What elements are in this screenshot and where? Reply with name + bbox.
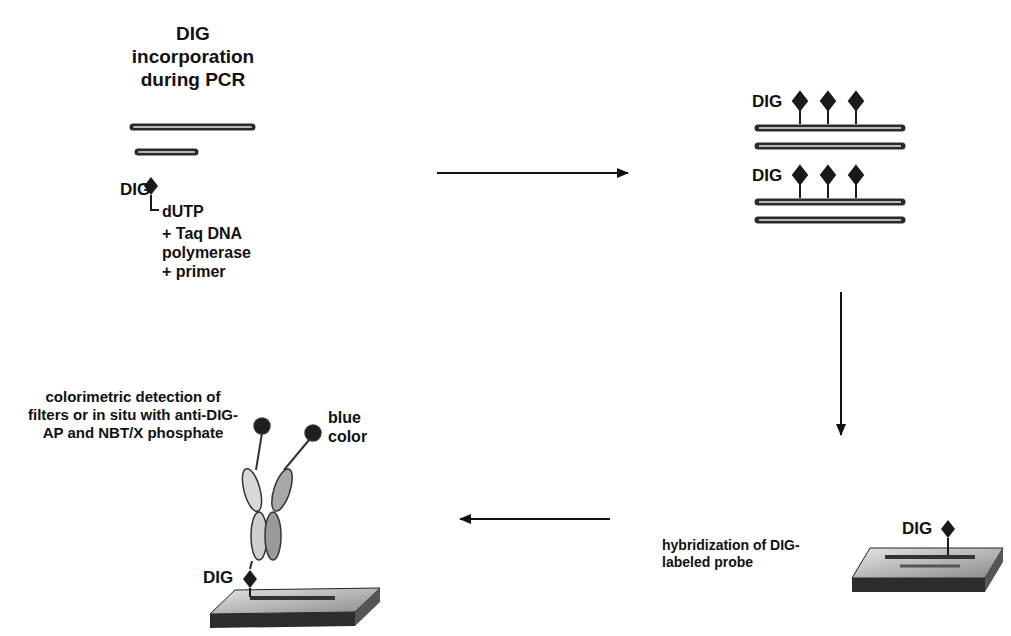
- process-arrow: [437, 172, 628, 174]
- stage-title: DIG incorporation during PCR: [118, 22, 268, 92]
- labeled-probe-stage: DIG DIG: [630, 85, 920, 290]
- reagent-label: + Taq DNA polymerase: [162, 224, 312, 262]
- process-arrow: [840, 292, 842, 435]
- dna-strand: [133, 127, 252, 152]
- dig-label: DIG: [120, 180, 162, 200]
- dig-label: DIG: [203, 568, 245, 588]
- labeled-dna: [758, 92, 902, 220]
- color-label: blue color: [328, 408, 388, 446]
- detection-stage: colorimetric detection of filters or in …: [5, 370, 458, 630]
- dig-label: DIG: [752, 166, 794, 186]
- antibody-symbol: [239, 418, 321, 569]
- reagent-label: + primer: [162, 262, 282, 281]
- pcr-stage: DIG incorporation during PCR DIGdUTP + Taq…: [110, 10, 435, 310]
- reagent-label: dUTP: [162, 202, 252, 221]
- dig-label: DIG: [752, 92, 794, 112]
- step-label: colorimetric detection of filters or in …: [23, 388, 243, 442]
- membrane: [210, 570, 380, 628]
- dig-label: DIG: [902, 519, 944, 539]
- membrane: [852, 520, 1003, 592]
- process-arrow: [460, 518, 610, 520]
- hybridization-stage: hybridization of DIG-labeled probe DIG: [612, 437, 1005, 630]
- step-label: hybridization of DIG-labeled probe: [662, 537, 840, 571]
